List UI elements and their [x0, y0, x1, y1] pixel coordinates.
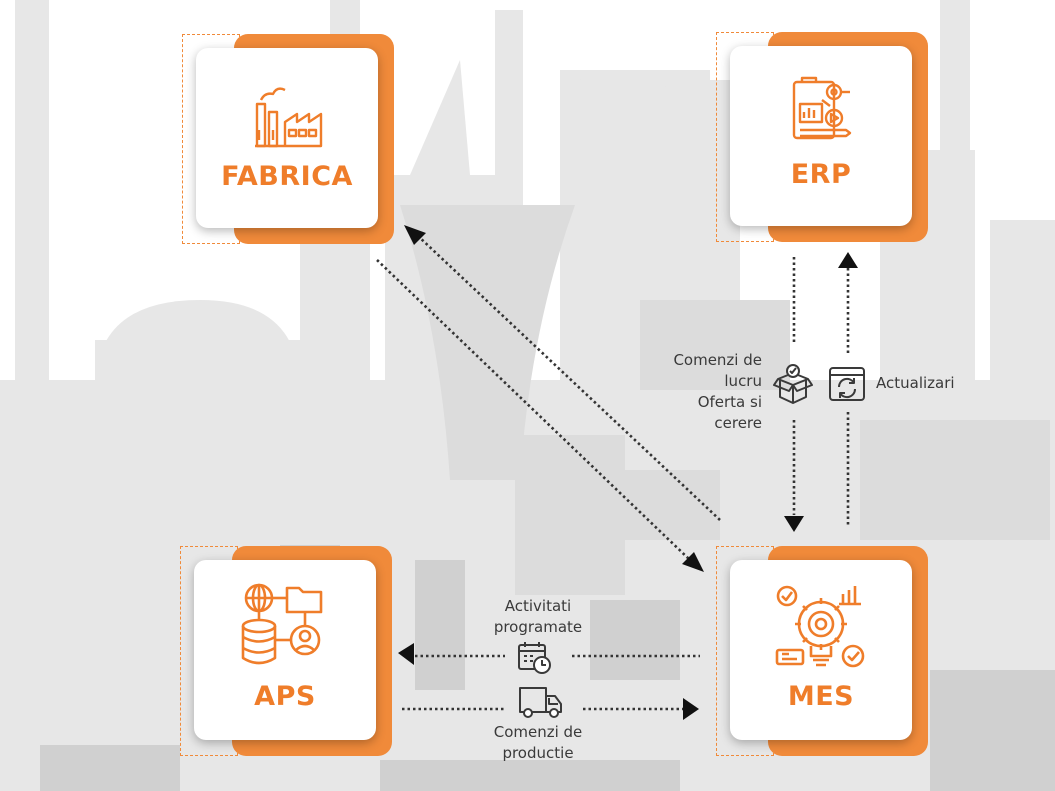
flow-label-line: Activitati [504, 597, 572, 615]
flow-label-updates: Actualizari [876, 374, 955, 392]
flow-label-line: cerere [714, 414, 762, 432]
flow-label-line: programate [493, 618, 583, 636]
flow-label-scheduled-activities: Activitati programate [468, 596, 608, 638]
factory-icon [255, 87, 323, 148]
flow-label-work-orders: Comenzi de lucru Oferta si cerere [640, 350, 762, 434]
node-title-erp: ERP [790, 159, 852, 190]
node-title-aps: APS [254, 681, 316, 712]
connector-fabrica-to-mes [376, 259, 691, 561]
flow-label-line: productie [502, 744, 574, 762]
package-check-icon [773, 364, 813, 404]
node-mes[interactable]: MES [716, 546, 928, 758]
node-title-fabrica: FABRICA [221, 161, 353, 192]
arrowhead-to-mes-horizontal [683, 698, 699, 720]
arrowhead-to-fabrica [404, 225, 426, 245]
flow-label-line: lucru [724, 372, 762, 390]
erp-report-icon [792, 76, 852, 140]
node-title-mes: MES [787, 681, 855, 712]
node-erp[interactable]: ERP [716, 32, 928, 244]
gear-lightbulb-icon [775, 585, 865, 668]
delivery-truck-icon [519, 687, 562, 718]
arrowhead-to-mes-diagonal [682, 552, 704, 572]
node-fabrica[interactable]: FABRICA [182, 34, 394, 246]
node-aps[interactable]: APS [180, 546, 392, 758]
browser-sync-icon [829, 367, 865, 401]
arrowhead-to-aps [398, 643, 414, 665]
network-database-icon [241, 583, 323, 665]
arrowhead-to-erp [838, 252, 858, 268]
flow-label-line: Comenzi de [493, 723, 583, 741]
calendar-clock-icon [518, 642, 551, 674]
flow-label-line: Comenzi de [673, 351, 762, 369]
arrowhead-to-mes-vertical [784, 516, 804, 532]
flow-label-production-orders: Comenzi de productie [468, 722, 608, 764]
flow-label-line: Oferta si [697, 393, 762, 411]
